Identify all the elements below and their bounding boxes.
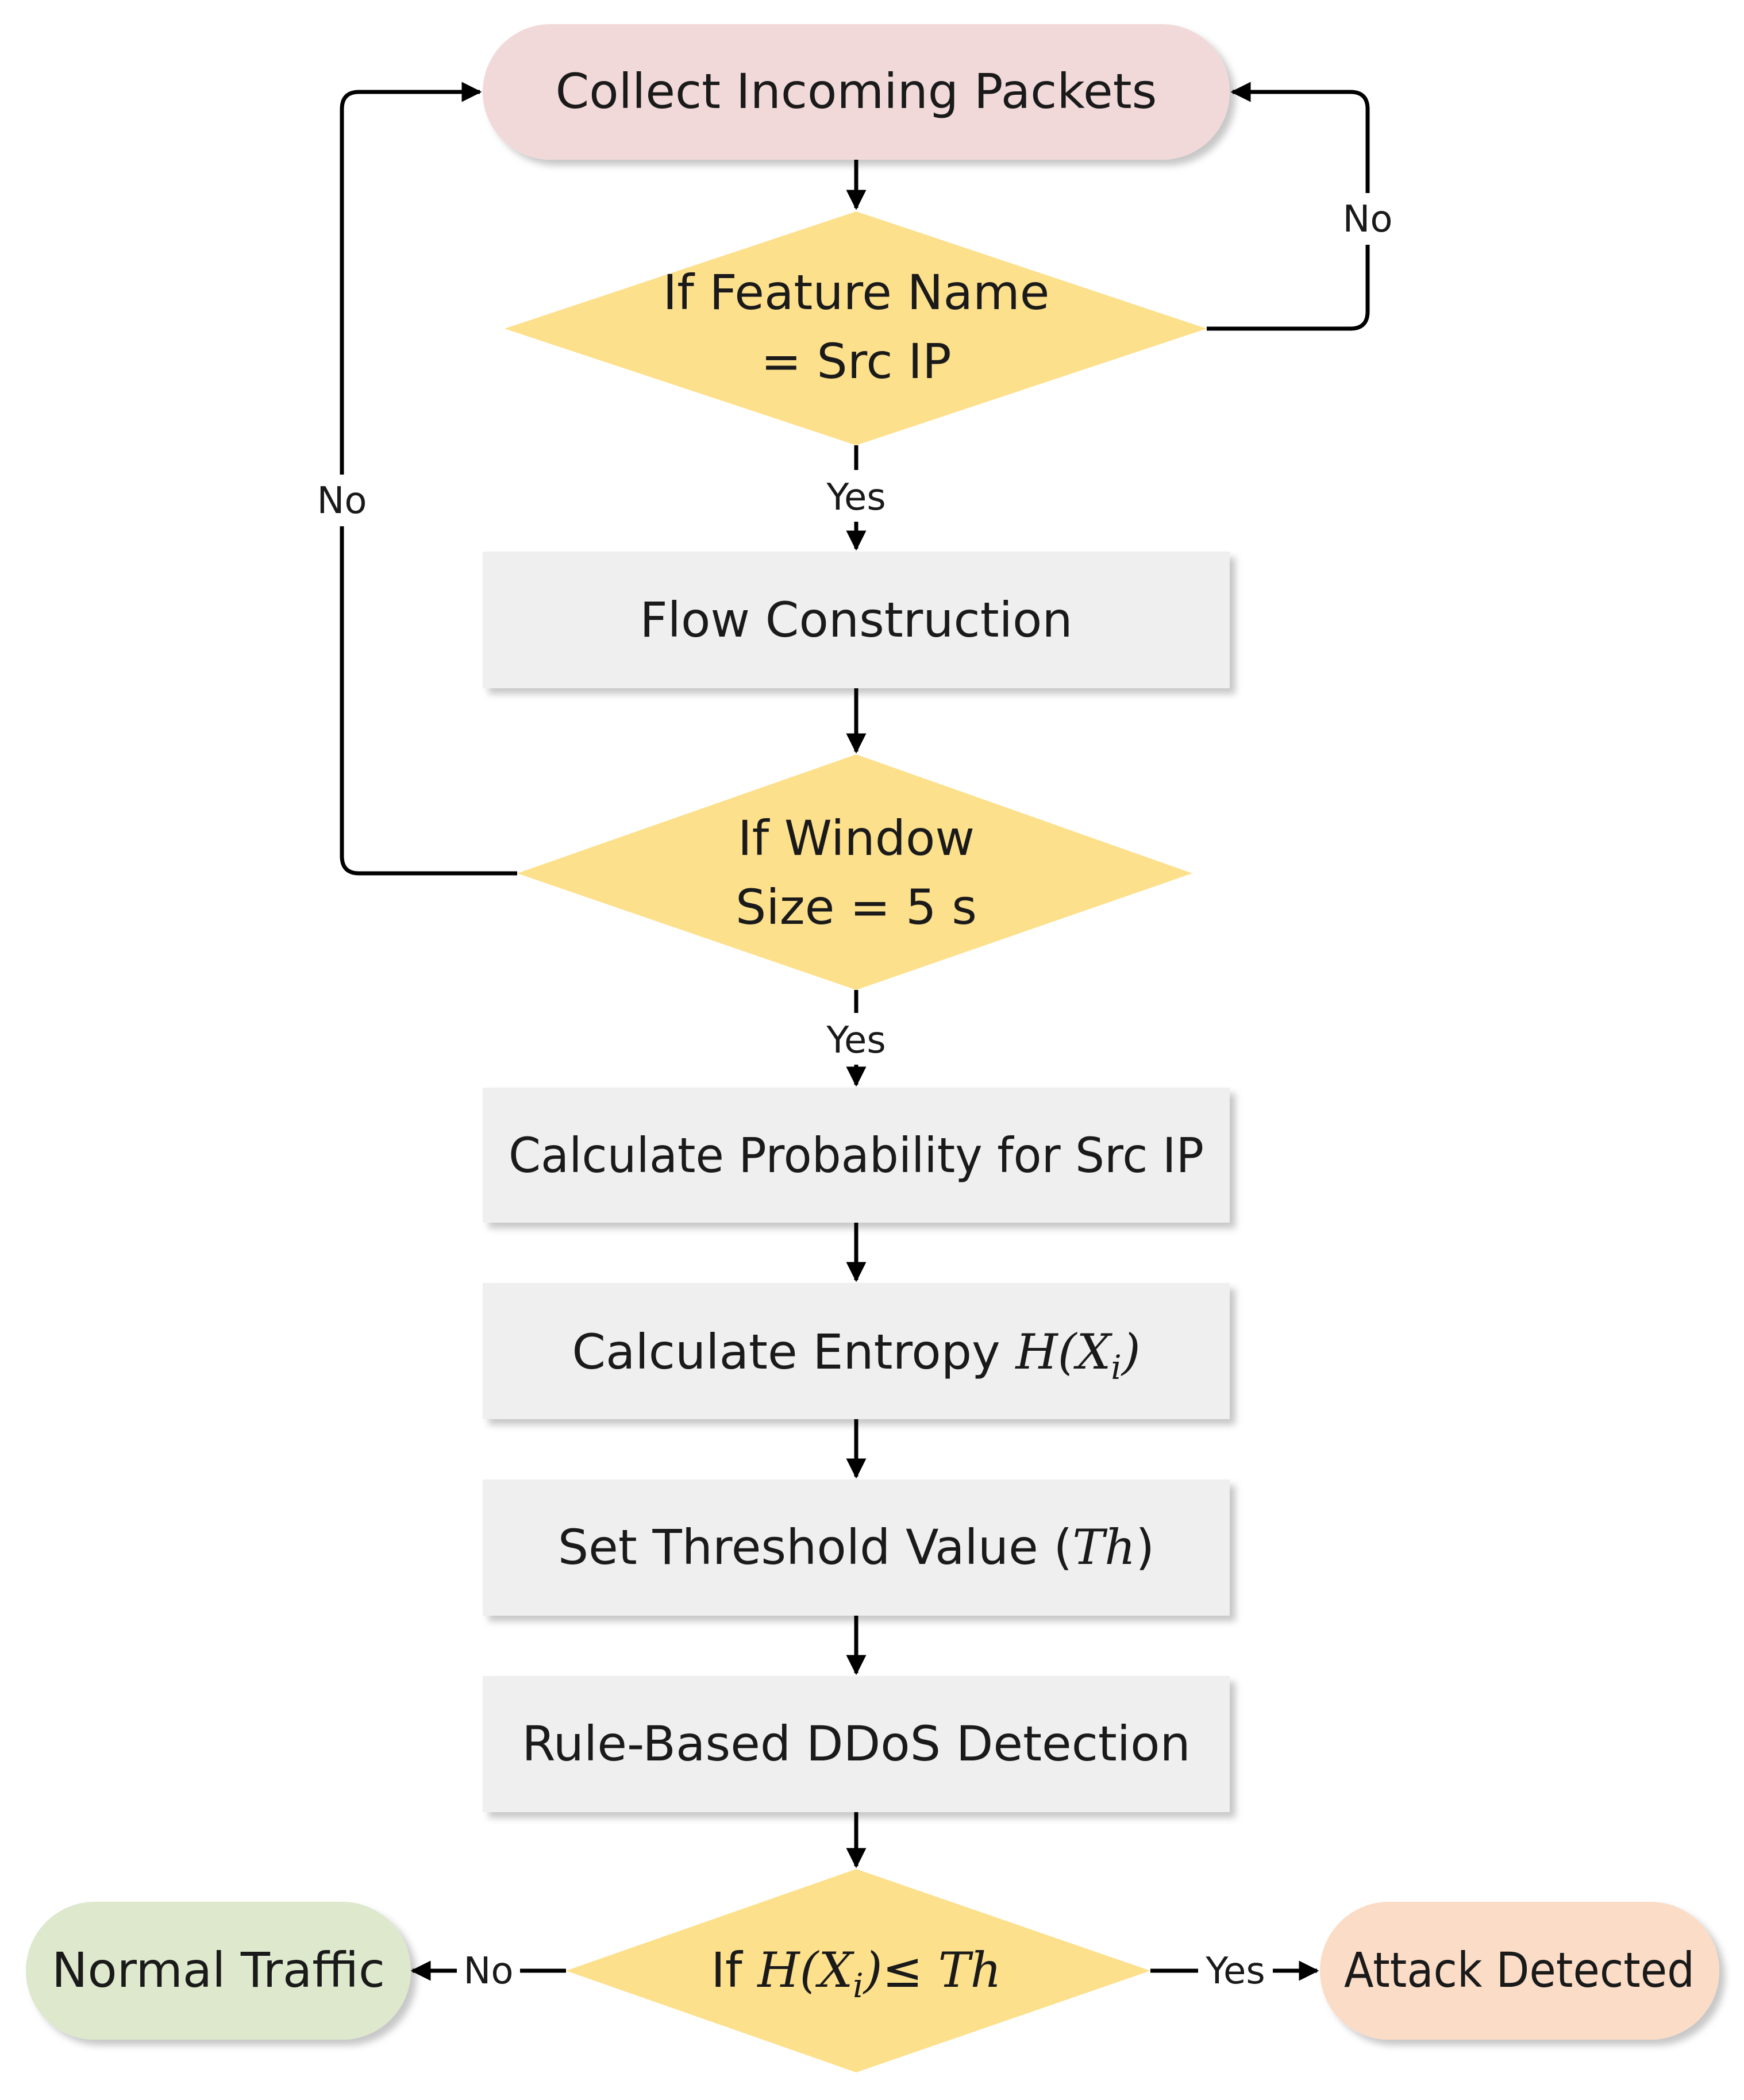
final-math-op: ≤	[883, 1942, 923, 1998]
edge-label-bg	[457, 1948, 520, 1994]
entropy-process-shape	[483, 1283, 1230, 1419]
threshold-math: Th	[1072, 1519, 1135, 1575]
decision-entropy-threshold: If H(Xi)≤ Th	[566, 1869, 1150, 2072]
threshold-close: )	[1135, 1519, 1154, 1575]
entropy-label-text: Calculate Entropy	[572, 1324, 1000, 1380]
final-math-x: X	[815, 1942, 854, 1998]
node-normal-traffic: Normal Traffic	[26, 1902, 411, 2040]
node-set-threshold: Set Threshold Value (Th)	[483, 1479, 1230, 1616]
rule-detection-label: Rule-Based DDoS Detection	[522, 1716, 1191, 1772]
edge-label-bg	[1333, 193, 1402, 245]
threshold-label: Set Threshold Value (Th)	[558, 1519, 1154, 1575]
node-rule-based-detection: Rule-Based DDoS Detection	[483, 1676, 1230, 1812]
window-check-line2: Size = 5 s	[736, 879, 977, 935]
entropy-math-h: H	[1014, 1324, 1058, 1380]
final-no-label: No	[463, 1950, 513, 1993]
edges: No Yes No Yes No Yes	[305, 82, 1402, 1994]
threshold-label-text: Set Threshold Value (	[558, 1519, 1072, 1575]
node-collect-packets: Collect Incoming Packets	[483, 24, 1230, 160]
normal-terminal-shape	[26, 1902, 411, 2040]
decision-feature-name: If Feature Name = Src IP	[505, 211, 1207, 445]
edge-label-bg	[816, 470, 896, 522]
final-math-sub: i	[853, 1966, 864, 2005]
probability-process-shape	[483, 1088, 1230, 1223]
final-decision-shape	[566, 1869, 1150, 2072]
feature-check-line2: = Src IP	[761, 333, 951, 390]
entropy-math-sub: i	[1111, 1348, 1122, 1387]
final-math-close: )	[863, 1942, 883, 1998]
final-check-label: If H(Xi)≤ Th	[711, 1942, 1002, 2005]
entropy-label: Calculate Entropy H(Xi)	[572, 1324, 1140, 1387]
window-yes-label: Yes	[826, 1019, 886, 1062]
node-attack-detected: Attack Detected	[1320, 1902, 1719, 2040]
node-calc-entropy: Calculate Entropy H(Xi)	[483, 1283, 1230, 1419]
feature-yes-label: Yes	[826, 476, 886, 519]
feature-decision-shape	[505, 211, 1207, 445]
final-math-h: H	[756, 1942, 800, 1998]
flow-process-shape	[483, 552, 1230, 688]
flow-construction-label: Flow Construction	[640, 592, 1072, 648]
probability-label: Calculate Probability for Src IP	[509, 1127, 1204, 1184]
window-decision-shape	[517, 754, 1192, 990]
node-calc-probability: Calculate Probability for Src IP	[483, 1088, 1230, 1223]
entropy-math-x: X	[1073, 1324, 1112, 1380]
start-terminal-shape	[483, 24, 1230, 160]
attack-terminal-shape	[1320, 1902, 1719, 2040]
feature-no-label: No	[1342, 198, 1392, 241]
decision-window-size: If Window Size = 5 s	[517, 754, 1192, 990]
collect-packets-label: Collect Incoming Packets	[556, 63, 1157, 120]
feature-check-line1: If Feature Name	[663, 264, 1050, 321]
node-flow-construction: Flow Construction	[483, 552, 1230, 688]
final-yes-label: Yes	[1205, 1950, 1265, 1993]
edge-label-bg	[816, 1013, 896, 1065]
window-check-line1: If Window	[738, 810, 975, 866]
normal-traffic-label: Normal Traffic	[52, 1942, 385, 1998]
entropy-math-close: )	[1121, 1324, 1141, 1380]
attack-detected-label: Attack Detected	[1344, 1942, 1695, 1998]
window-no-label: No	[317, 480, 367, 522]
threshold-process-shape	[483, 1479, 1230, 1616]
edge-label-bg	[305, 475, 379, 526]
edge-label-bg	[1198, 1948, 1273, 1994]
entropy-math-open: (	[1058, 1324, 1078, 1380]
final-check-prefix: If	[711, 1942, 744, 1998]
final-math-th: Th	[938, 1942, 1002, 1998]
final-math-open: (	[800, 1942, 820, 1998]
rule-process-shape	[483, 1676, 1230, 1812]
